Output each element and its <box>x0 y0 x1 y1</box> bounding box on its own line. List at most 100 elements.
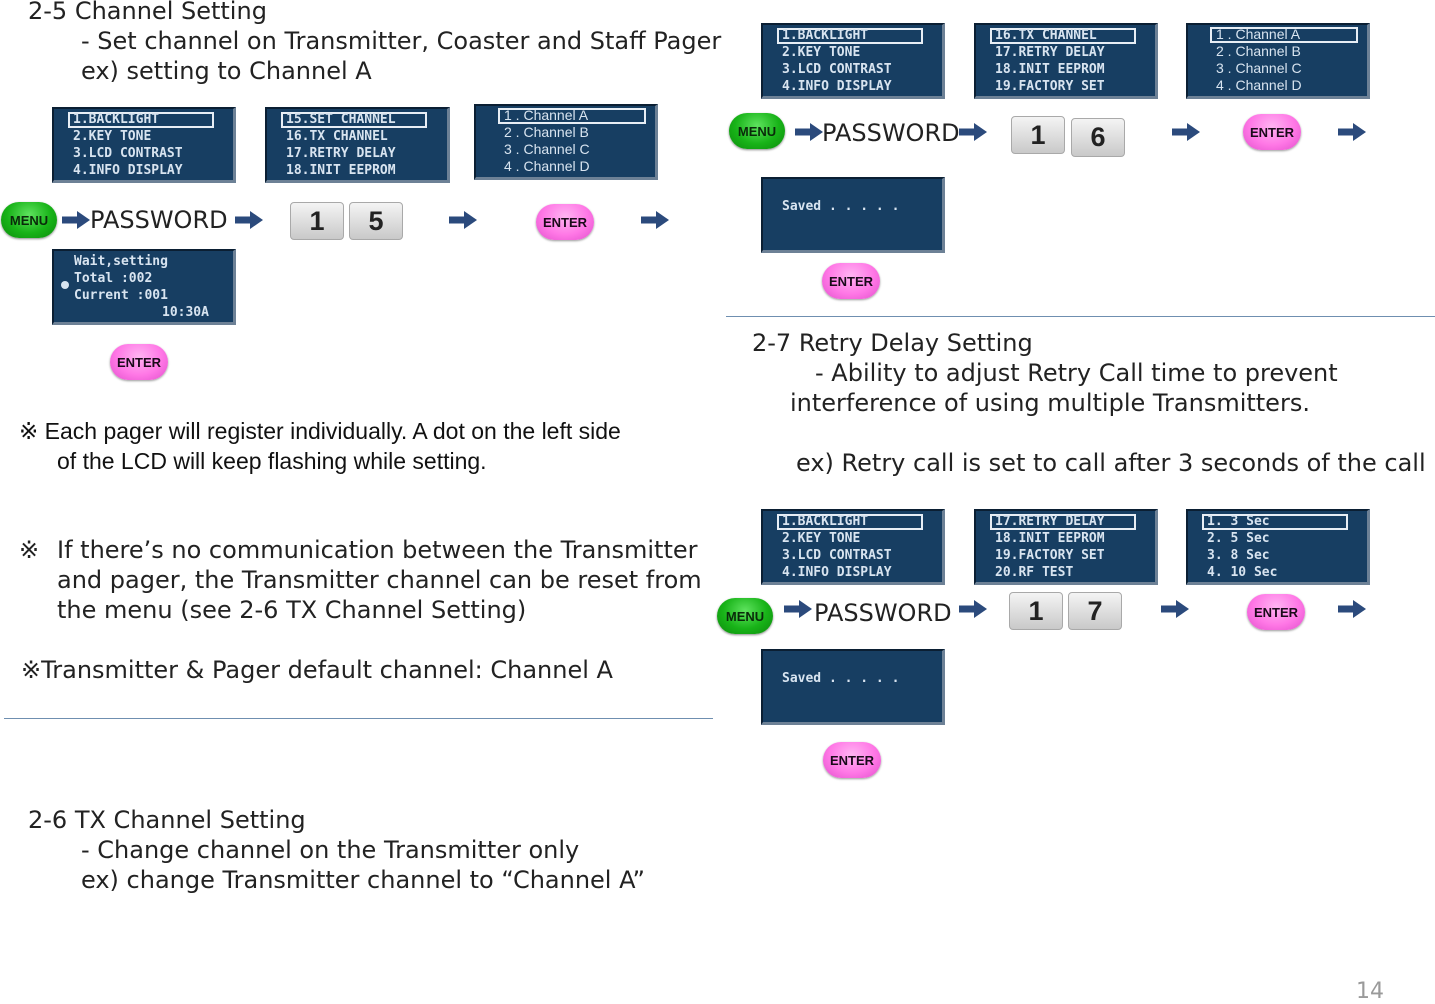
menu-button[interactable]: MENU <box>729 113 785 149</box>
lcd-selection-box <box>1210 27 1358 43</box>
divider-left <box>4 718 713 719</box>
lcd-line: 20.RF TEST <box>995 565 1074 580</box>
lcd-line: 3. 8 Sec <box>1207 548 1270 563</box>
lcd-line: 1.BACKLIGHT <box>782 28 869 43</box>
key-1[interactable]: 1 <box>1009 592 1063 630</box>
section-2-7-desc-line1: - Ability to adjust Retry Call time to p… <box>815 359 1338 387</box>
lcd-line: 3.LCD CONTRAST <box>782 62 892 77</box>
note-reset-line1: If there’s no communication between the … <box>57 536 698 564</box>
lcd-line: 17.RETRY DELAY <box>995 45 1105 60</box>
section-2-5-example: ex) setting to Channel A <box>81 57 372 85</box>
lcd-line: 16.TX CHANNEL <box>995 28 1097 43</box>
lcd-line: 4.INFO DISPLAY <box>782 565 892 580</box>
arrow-right-icon <box>234 210 264 230</box>
arrow-right-icon <box>448 210 478 230</box>
lcd-line: 17.RETRY DELAY <box>995 514 1105 529</box>
arrow-right-icon <box>794 122 824 142</box>
lcd-line: 1.BACKLIGHT <box>73 112 160 127</box>
lcd-line: 18.INIT EEPROM <box>995 531 1105 546</box>
note-register-line1: ※ Each pager will register individually.… <box>19 418 621 444</box>
lcd-line: Saved . . . . . <box>782 199 900 214</box>
lcd-line: 1. 3 Sec <box>1207 514 1270 529</box>
lcd-selection-box <box>990 514 1136 530</box>
lcd-selection-box <box>777 28 923 44</box>
section-2-7-desc-line2: interference of using multiple Transmitt… <box>790 389 1310 417</box>
lcd-saved-screen: Saved . . . . . <box>761 177 945 253</box>
key-7[interactable]: 7 <box>1068 592 1122 630</box>
lcd-line: 19.FACTORY SET <box>995 79 1105 94</box>
lcd-line: 10:30A <box>162 305 209 320</box>
password-label: PASSWORD <box>90 206 228 234</box>
enter-button[interactable]: ENTER <box>1243 114 1301 150</box>
key-6[interactable]: 6 <box>1071 118 1125 157</box>
lcd-line: 2 . Channel B <box>504 124 589 140</box>
section-2-5-title: 2-5 Channel Setting <box>28 0 267 25</box>
lcd-line: 3 . Channel C <box>1216 60 1302 76</box>
note-reset-line3: the menu (see 2-6 TX Channel Setting) <box>57 596 527 624</box>
divider-right <box>726 316 1435 317</box>
arrow-right-icon <box>640 210 670 230</box>
arrow-right-icon <box>1337 122 1367 142</box>
lcd-line: 15.SET CHANNEL <box>286 112 396 127</box>
lcd-line: 2.KEY TONE <box>782 45 861 60</box>
lcd-selection-box <box>777 514 923 530</box>
lcd-wait-setting-screen: Wait,setting Total :002 Current :001 10:… <box>52 249 236 325</box>
key-1[interactable]: 1 <box>1011 116 1065 154</box>
lcd-menu-screen: 1.BACKLIGHT 2.KEY TONE 3.LCD CONTRAST 4.… <box>52 107 236 183</box>
password-label: PASSWORD <box>814 599 952 627</box>
key-1[interactable]: 1 <box>290 202 344 240</box>
note-mark: ※ <box>19 536 40 564</box>
section-2-7-example: ex) Retry call is set to call after 3 se… <box>796 449 1426 477</box>
arrow-right-icon <box>958 122 988 142</box>
lcd-line: 4 . Channel D <box>1216 77 1302 93</box>
arrow-right-icon <box>1171 122 1201 142</box>
lcd-seconds-screen: 1. 3 Sec 2. 5 Sec 3. 8 Sec 4. 10 Sec <box>1186 509 1370 585</box>
lcd-line: Current :001 <box>74 288 168 303</box>
menu-button[interactable]: MENU <box>1 202 57 238</box>
lcd-line: 2 . Channel B <box>1216 43 1301 59</box>
lcd-channel-list-screen: 1 . Channel A 2 . Channel B 3 . Channel … <box>1186 23 1370 99</box>
lcd-channel-list-screen: 1 . Channel A 2 . Channel B 3 . Channel … <box>474 104 658 180</box>
arrow-right-icon <box>958 599 988 619</box>
lcd-line: 4.INFO DISPLAY <box>73 163 183 178</box>
lcd-line: Total :002 <box>74 271 153 286</box>
lcd-line: 17.RETRY DELAY <box>286 146 396 161</box>
section-2-6-desc: - Change channel on the Transmitter only <box>81 836 580 864</box>
arrow-right-icon <box>61 210 91 230</box>
password-label: PASSWORD <box>822 119 960 147</box>
enter-button[interactable]: ENTER <box>823 742 881 778</box>
key-5[interactable]: 5 <box>349 202 403 240</box>
lcd-line: 1 . Channel A <box>504 107 589 123</box>
section-2-7-title: 2-7 Retry Delay Setting <box>752 329 1033 357</box>
lcd-selection-box <box>498 108 646 124</box>
arrow-right-icon <box>1337 599 1367 619</box>
section-2-6-example: ex) change Transmitter channel to “Chann… <box>81 866 645 894</box>
enter-button[interactable]: ENTER <box>1247 594 1305 630</box>
section-2-5-desc: - Set channel on Transmitter, Coaster an… <box>81 27 722 55</box>
note-reset-line2: and pager, the Transmitter channel can b… <box>57 566 702 594</box>
lcd-line: 4 . Channel D <box>504 158 590 174</box>
enter-button[interactable]: ENTER <box>822 263 880 299</box>
lcd-saved-screen: Saved . . . . . <box>761 649 945 725</box>
enter-button[interactable]: ENTER <box>536 204 594 240</box>
arrow-right-icon <box>1160 599 1190 619</box>
lcd-line: 2.KEY TONE <box>782 531 861 546</box>
menu-button[interactable]: MENU <box>717 598 773 634</box>
lcd-retry-delay-screen: 17.RETRY DELAY 18.INIT EEPROM 19.FACTORY… <box>974 509 1158 585</box>
enter-button[interactable]: ENTER <box>110 344 168 380</box>
lcd-line: Wait,setting <box>74 254 168 269</box>
lcd-line: 18.INIT EEPROM <box>995 62 1105 77</box>
lcd-selection-box <box>1202 514 1348 530</box>
lcd-line: 2.KEY TONE <box>73 129 152 144</box>
lcd-menu-screen: 1.BACKLIGHT 2.KEY TONE 3.LCD CONTRAST 4.… <box>761 509 945 585</box>
lcd-line: 18.INIT EEPROM <box>286 163 396 178</box>
flashing-dot-icon <box>61 281 69 289</box>
lcd-line: 2. 5 Sec <box>1207 531 1270 546</box>
lcd-line: Saved . . . . . <box>782 671 900 686</box>
section-2-6-title: 2-6 TX Channel Setting <box>28 806 306 834</box>
note-default-channel: ※Transmitter & Pager default channel: Ch… <box>21 656 613 684</box>
lcd-line: 3.LCD CONTRAST <box>782 548 892 563</box>
lcd-selection-box <box>281 112 427 128</box>
lcd-line: 1.BACKLIGHT <box>782 514 869 529</box>
lcd-line: 4.INFO DISPLAY <box>782 79 892 94</box>
